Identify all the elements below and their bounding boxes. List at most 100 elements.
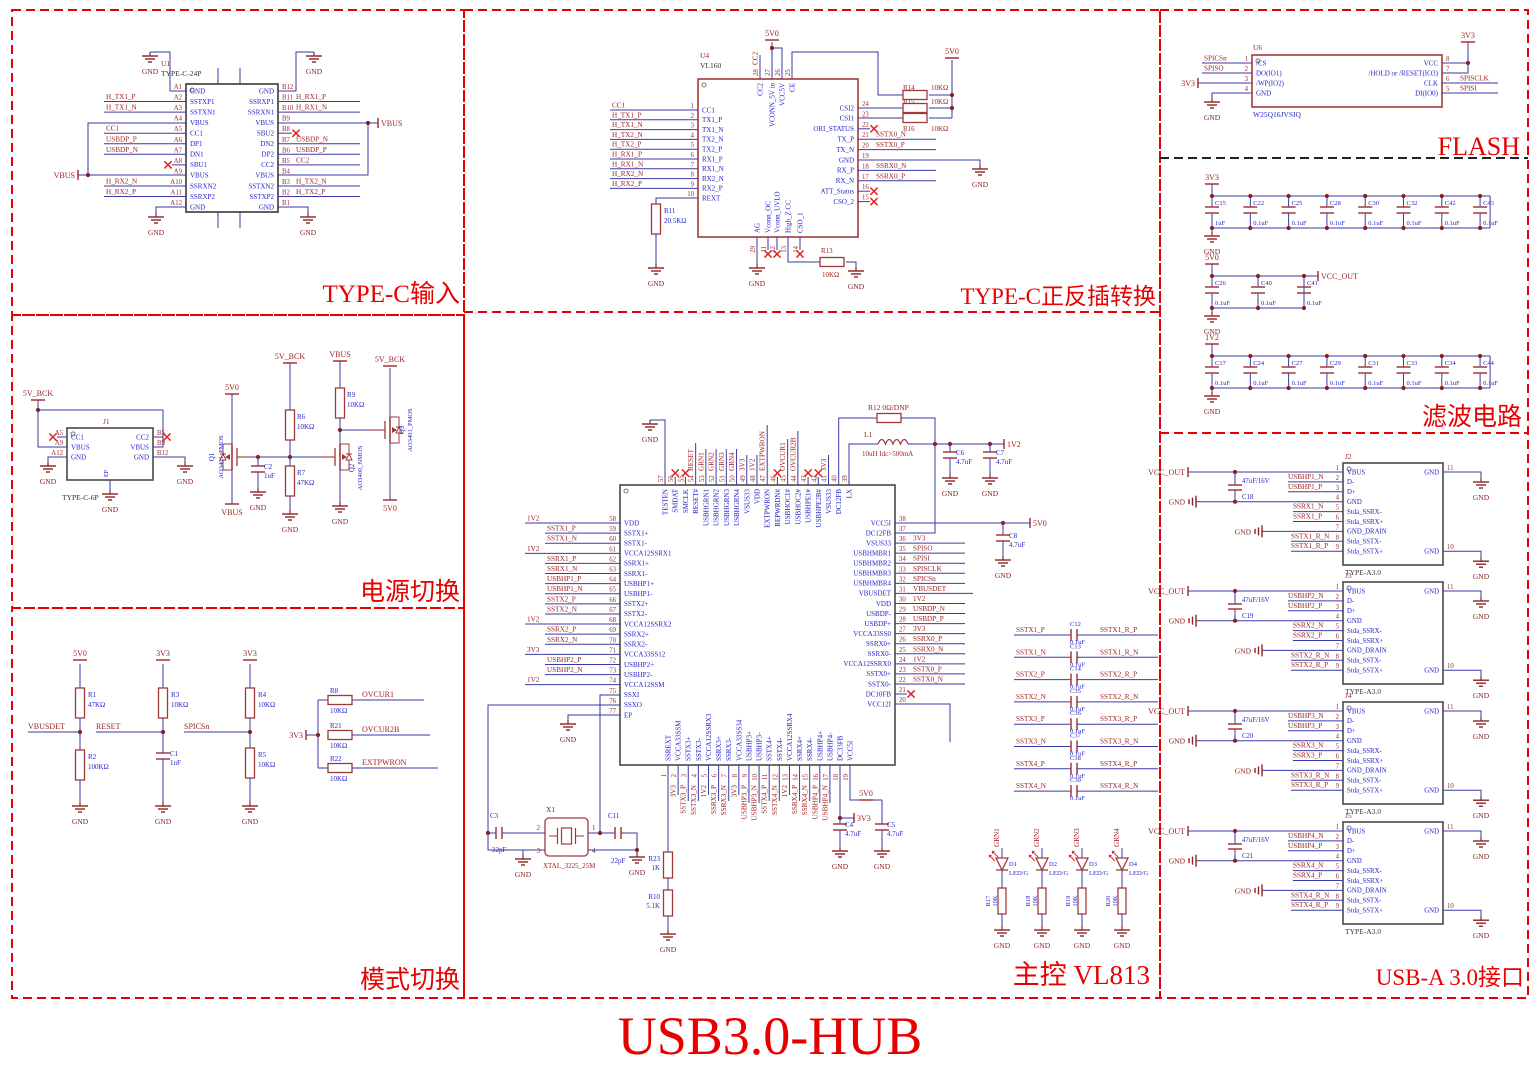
capacitor-c7[interactable]: C74.7uF bbox=[983, 449, 1012, 466]
svg-text:0.1uF: 0.1uF bbox=[1215, 380, 1230, 387]
svg-text:10K: 10K bbox=[1112, 895, 1119, 907]
connector-j5-type-a[interactable]: J5TYPE-A3.0VBUSD-D+GNDStda_SSRX-Stda_SSR… bbox=[1148, 811, 1490, 940]
capacitor-c6[interactable]: C64.7uF bbox=[943, 449, 972, 466]
led-d3[interactable] bbox=[1068, 850, 1090, 872]
section-frame bbox=[1159, 9, 1529, 999]
svg-text:EXTPWRON: EXTPWRON bbox=[362, 758, 407, 767]
svg-text:VBUS: VBUS bbox=[190, 119, 209, 127]
svg-text:47uF/16V: 47uF/16V bbox=[1242, 597, 1270, 604]
svg-text:73: 73 bbox=[609, 668, 616, 675]
gnd-symbol: GND bbox=[660, 930, 677, 954]
led-d2[interactable] bbox=[1028, 850, 1050, 872]
resistor-r12[interactable] bbox=[876, 412, 902, 424]
led-d4[interactable] bbox=[1108, 850, 1130, 872]
led-d1[interactable] bbox=[988, 850, 1010, 872]
svg-text:J3: J3 bbox=[1345, 571, 1352, 580]
svg-text:TYPE-C-24P: TYPE-C-24P bbox=[161, 69, 201, 78]
capacitor-c8[interactable]: C84.7uF bbox=[996, 532, 1025, 549]
capacitor-c5[interactable]: C54.7uF bbox=[875, 821, 903, 838]
svg-text:U4: U4 bbox=[700, 51, 709, 60]
inductor-l1[interactable] bbox=[877, 438, 909, 446]
svg-text:10KΩ: 10KΩ bbox=[931, 84, 948, 92]
svg-text:SMCLK: SMCLK bbox=[682, 489, 690, 513]
svg-text:VCCA33SSM: VCCA33SSM bbox=[675, 720, 683, 761]
svg-text:21: 21 bbox=[862, 132, 869, 139]
svg-text:RESET#: RESET# bbox=[692, 489, 700, 514]
power-flag-5v0: 5V0 bbox=[225, 383, 239, 395]
connector-j4-type-a[interactable]: J4TYPE-A3.0VBUSD-D+GNDStda_SSRX-Stda_SSR… bbox=[1148, 691, 1490, 820]
net-label: 4 bbox=[592, 847, 596, 855]
capacitor-c4[interactable]: C44.7uF bbox=[833, 821, 861, 838]
svg-text:0.1uF: 0.1uF bbox=[1253, 220, 1268, 227]
connector-j2-type-a[interactable]: J2TYPE-A3.0VBUSD-D+GNDStda_SSRX-Stda_SSR… bbox=[1148, 452, 1490, 581]
svg-text:A2: A2 bbox=[174, 95, 183, 102]
svg-text:SPISI: SPISI bbox=[913, 555, 930, 563]
connector-j3-type-a[interactable]: J3TYPE-A3.0VBUSD-D+GNDStda_SSRX-Stda_SSR… bbox=[1148, 571, 1490, 700]
svg-text:23: 23 bbox=[899, 667, 906, 674]
svg-text:C29: C29 bbox=[1330, 360, 1341, 367]
svg-text:3V3: 3V3 bbox=[289, 731, 303, 740]
